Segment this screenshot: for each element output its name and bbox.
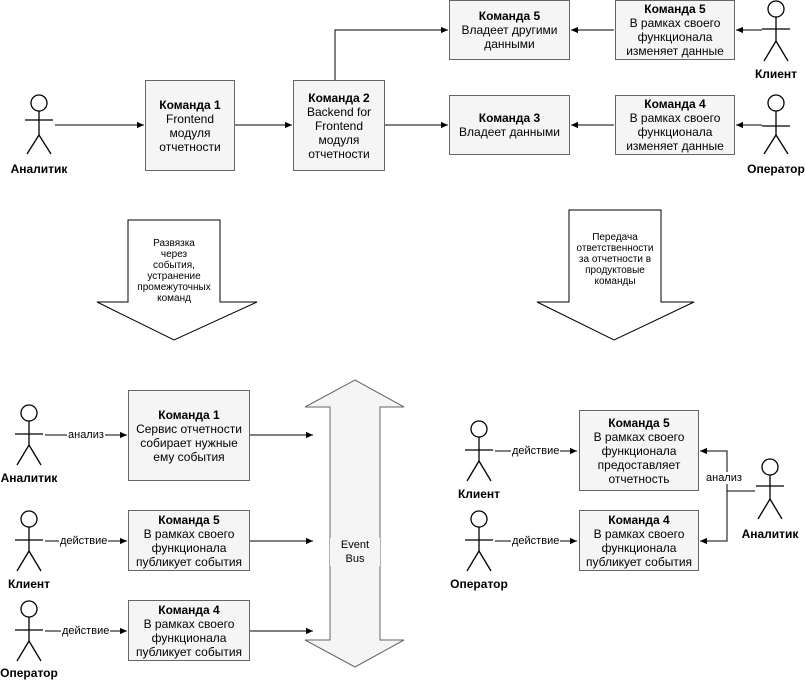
br-team4-box[interactable]: Команда 4 В рамках своего функционала пу…: [579, 510, 699, 571]
top-team2-box[interactable]: Команда 2 Backend for Frontend модуля от…: [293, 80, 385, 171]
top-team5-owner-desc: Владеет другими данными: [461, 23, 558, 51]
right-arrow-text: Передача ответственности за отчетности в…: [576, 232, 654, 287]
top-team1-box[interactable]: Команда 1 Frontend модуля отчетности: [145, 80, 235, 171]
bl-actor-client-label: Клиент: [7, 577, 51, 591]
top-team1-desc: Frontend модуля отчетности: [159, 111, 221, 154]
bl-team1-title: Команда 1: [158, 407, 220, 422]
bl-team5-desc: В рамках своего функционала публикует со…: [135, 526, 243, 569]
left-down-arrow-shape: [96, 219, 258, 341]
bl-team1-desc: Сервис отчетности собирает нужные ему со…: [136, 421, 242, 464]
top-connectors: [55, 26, 762, 129]
actor-analyst-br-figure: [756, 458, 784, 520]
top-team5-owner-title: Команда 5: [478, 9, 541, 23]
actor-operator-br-figure: [465, 510, 493, 572]
bl-actor-analyst-label: Аналитик: [0, 471, 58, 485]
right-down-arrow-shape: [536, 209, 695, 341]
top-team4-func-desc: В рамках своего функционала изменяет дан…: [626, 111, 724, 153]
br-edge-analysis-label: анализ: [705, 472, 743, 484]
top-team2-desc: Backend for Frontend модуля отчетности: [306, 104, 372, 161]
top-team3-desc: Владеет данными: [459, 125, 560, 139]
bl-team5-title: Команда 5: [158, 512, 220, 527]
bl-team4-title: Команда 4: [158, 602, 220, 617]
top-team4-func-box[interactable]: Команда 4 В рамках своего функционала из…: [615, 95, 735, 155]
br-team4-title: Команда 4: [608, 512, 670, 527]
top-actor-operator-label: Оператор: [747, 162, 805, 176]
top-team4-func-title: Команда 4: [644, 97, 706, 111]
bl-team4-box[interactable]: Команда 4 В рамках своего функционала пу…: [128, 600, 250, 661]
actor-operator-bl-figure: [15, 600, 43, 662]
top-team5-owner-box[interactable]: Команда 5 Владеет другими данными: [449, 0, 570, 60]
br-team5-title: Команда 5: [608, 415, 670, 430]
actor-client-bl-figure: [15, 510, 43, 572]
bl-edge-analysis-label: анализ: [67, 429, 105, 441]
bl-edge-action-operator-label: действие: [61, 625, 111, 637]
br-edge-action-operator-label: действие: [511, 535, 561, 547]
left-arrow-text: Развязка через события, устранение проме…: [137, 238, 211, 304]
br-actor-analyst-label: Аналитик: [741, 527, 799, 541]
top-actor-client-label: Клиент: [754, 67, 798, 81]
br-team5-box[interactable]: Команда 5 В рамках своего функционала пр…: [579, 410, 699, 491]
br-team4-desc: В рамках своего функционала публикует со…: [585, 526, 693, 569]
br-actor-operator-label: Оператор: [450, 577, 508, 591]
top-team2-title: Команда 2: [308, 90, 370, 105]
top-team5-func-desc: В рамках своего функционала изменяет дан…: [626, 16, 724, 58]
bl-actor-operator-label: Оператор: [0, 666, 58, 680]
actor-operator-top-figure: [762, 94, 790, 155]
event-bus-shape: [304, 379, 405, 668]
bl-team1-box[interactable]: Команда 1 Сервис отчетности собирает нуж…: [128, 390, 250, 481]
br-team5-desc: В рамках своего функционала предоставляе…: [593, 429, 685, 486]
top-team1-title: Команда 1: [159, 97, 221, 112]
bl-team5-box[interactable]: Команда 5 В рамках своего функционала пу…: [128, 510, 250, 571]
actor-analyst-top-figure: [25, 94, 53, 155]
top-team3-box[interactable]: Команда 3 Владеет данными: [449, 95, 570, 155]
br-actor-client-label: Клиент: [457, 487, 501, 501]
event-bus-label: Event Bus: [330, 538, 380, 566]
top-team5-func-box[interactable]: Команда 5 В рамках своего функционала из…: [615, 0, 735, 60]
bl-team4-desc: В рамках своего функционала публикует со…: [135, 616, 243, 659]
actor-client-top-figure: [762, 0, 790, 62]
top-actor-analyst-label: Аналитик: [10, 162, 68, 176]
actor-analyst-bl-figure: [15, 404, 43, 466]
actor-client-br-figure: [465, 420, 493, 482]
bl-edge-action-client-label: действие: [59, 535, 109, 547]
br-edge-action-client-label: действие: [511, 445, 561, 457]
top-team5-func-title: Команда 5: [644, 2, 706, 16]
top-team3-title: Команда 3: [478, 111, 541, 125]
